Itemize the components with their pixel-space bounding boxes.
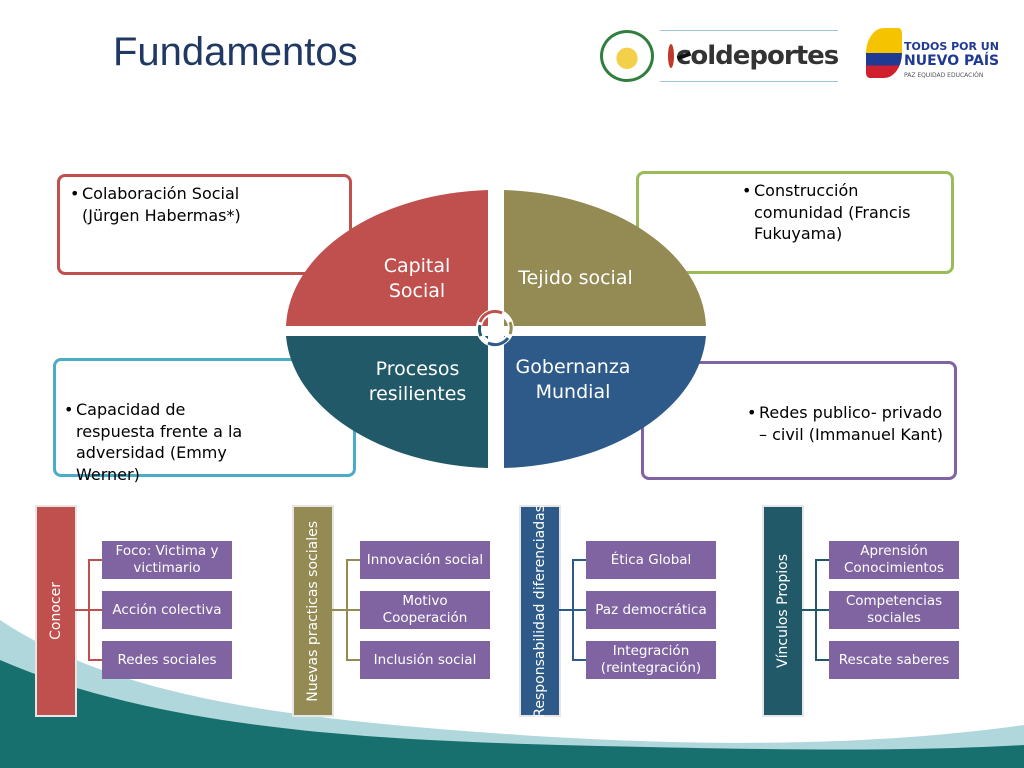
pais-line-3: PAZ EQUIDAD EDUCACIÓN bbox=[904, 72, 984, 79]
group-item: Inclusión social bbox=[360, 641, 490, 679]
box-construccion-comunidad: • Construcción comunidad (Francis Fukuya… bbox=[636, 171, 954, 274]
group-item: Paz democrática bbox=[586, 591, 716, 629]
group-item: Foco: Victima y victimario bbox=[102, 541, 232, 579]
cycle-arrows-icon bbox=[476, 309, 514, 347]
connector-horizontal bbox=[75, 609, 89, 611]
box-text: Construcción comunidad (Francis Fukuyama… bbox=[754, 181, 911, 244]
connector-horizontal bbox=[88, 609, 102, 611]
quadrant-ellipse bbox=[286, 190, 706, 468]
bullet-dot: • bbox=[742, 181, 752, 200]
group-label: Nuevas practicas sociales bbox=[305, 520, 321, 702]
coat-of-arms-logo bbox=[600, 30, 654, 82]
quadrant-label-procesos-resilientes: Procesos resilientes bbox=[368, 358, 467, 405]
connector-horizontal bbox=[815, 659, 829, 661]
box-redes-publico-privado: • Redes publico- privado – civil (Immanu… bbox=[641, 361, 957, 480]
connector-horizontal bbox=[346, 559, 360, 561]
group-item: Redes sociales bbox=[102, 641, 232, 679]
connector-horizontal bbox=[815, 609, 829, 611]
group-item: Innovación social bbox=[360, 541, 490, 579]
pais-line-1: TODOS POR UN bbox=[904, 40, 999, 53]
coldeportes-wordmark: coldeportes bbox=[676, 41, 839, 71]
bullet-dot: • bbox=[64, 400, 74, 419]
quadrant-label-capital-social: Capital Social bbox=[383, 255, 451, 302]
quadrant-label-tejido-social: Tejido social bbox=[518, 267, 633, 289]
bullet-dot: • bbox=[70, 184, 80, 203]
quadrant-capital-social bbox=[286, 190, 488, 326]
group-item: Aprensión Conocimientos bbox=[829, 541, 959, 579]
group-stem-conocer: Conocer bbox=[37, 507, 75, 715]
quadrant-tejido-social bbox=[504, 190, 706, 326]
quadrant-procesos-resilientes bbox=[286, 336, 488, 468]
box-text: Colaboración Social (Jürgen Habermas*) bbox=[82, 184, 241, 225]
connector-horizontal bbox=[802, 609, 816, 611]
box-text: Redes publico- privado – civil (Immanuel… bbox=[759, 403, 944, 444]
quadrant-gobernanza-mundial bbox=[504, 336, 706, 468]
bullet-dot: • bbox=[747, 403, 757, 422]
connector-horizontal bbox=[88, 659, 102, 661]
connector-horizontal bbox=[346, 659, 360, 661]
group-item: Ética Global bbox=[586, 541, 716, 579]
box-colaboracion-social: • Colaboración Social (Jürgen Habermas*) bbox=[57, 174, 352, 275]
connector-horizontal bbox=[572, 659, 586, 661]
connector-horizontal bbox=[815, 559, 829, 561]
group-item: Motivo Cooperación bbox=[360, 591, 490, 629]
page-title: Fundamentos bbox=[113, 30, 358, 74]
coldeportes-logo: coldeportes bbox=[660, 30, 839, 82]
flag-icon bbox=[866, 28, 902, 78]
quadrant-label-gobernanza-mundial: Gobernanza Mundial bbox=[515, 356, 631, 403]
pais-line-2: NUEVO PAÍS bbox=[904, 53, 1000, 69]
connector-horizontal bbox=[559, 609, 573, 611]
group-stem-nuevas-practicas: Nuevas practicas sociales bbox=[294, 507, 332, 715]
box-text: Capacidad de respuesta frente a la adver… bbox=[76, 400, 243, 484]
group-stem-responsabilidad: Responsabilidad diferenciadas bbox=[521, 504, 559, 718]
connector-horizontal bbox=[572, 559, 586, 561]
group-stem-vinculos-propios: Vínculos Propios bbox=[764, 507, 802, 715]
group-label: Vínculos Propios bbox=[775, 554, 791, 668]
connector-horizontal bbox=[346, 609, 360, 611]
group-item: Acción colectiva bbox=[102, 591, 232, 629]
group-item: Integración (reintegración) bbox=[586, 641, 716, 679]
group-label: Conocer bbox=[48, 582, 64, 640]
group-item: Rescate saberes bbox=[829, 641, 959, 679]
connector-horizontal bbox=[88, 559, 102, 561]
todos-por-un-nuevo-pais-logo: TODOS POR UN NUEVO PAÍS PAZ EQUIDAD EDUC… bbox=[866, 26, 999, 80]
group-item: Competencias sociales bbox=[829, 591, 959, 629]
runner-icon bbox=[668, 44, 674, 68]
group-label: Responsabilidad diferenciadas bbox=[532, 504, 548, 718]
connector-horizontal bbox=[332, 609, 346, 611]
connector-horizontal bbox=[572, 609, 586, 611]
